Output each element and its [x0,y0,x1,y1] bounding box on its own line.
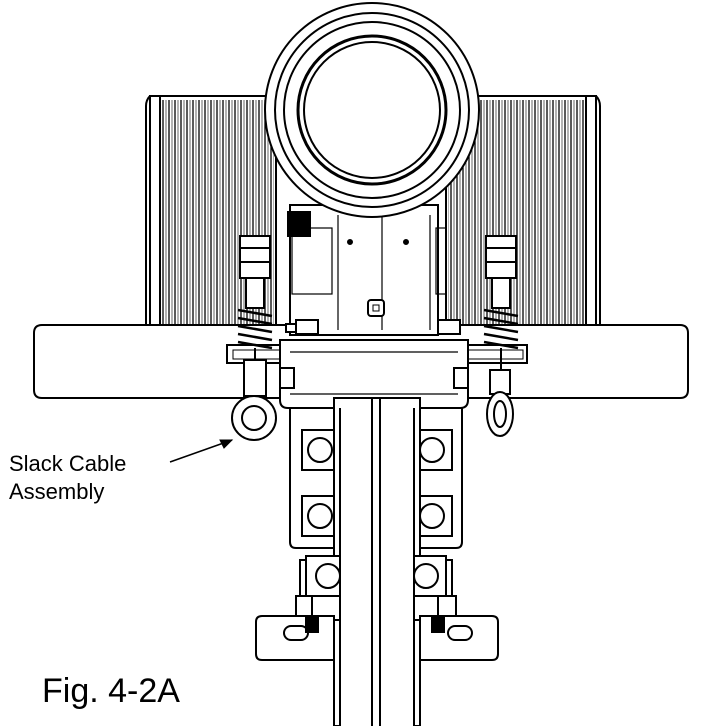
callout-line-2: Assembly [9,479,105,504]
clamp-bracket-right [419,407,463,549]
mounting-bracket [279,319,469,409]
slack-cable-eyelet-left [231,359,277,441]
motor [264,2,480,218]
foot-plate-right [419,596,499,661]
guide-roller-left [295,555,343,621]
gearbox-housing [285,204,457,336]
callout-label: Slack Cable Assembly [9,450,126,506]
mast-center [339,408,415,726]
foot-plate-left [255,596,335,661]
figure-label: Fig. 4-2A [42,672,180,710]
guide-roller-right [409,555,457,621]
callout-line-1: Slack Cable [9,451,127,476]
spring-tensioner-right [483,235,519,400]
cable-drum-right [445,95,601,331]
slack-cable-eyelet-right [486,369,514,437]
clamp-bracket-left [289,407,335,549]
callout-leader [169,439,234,463]
